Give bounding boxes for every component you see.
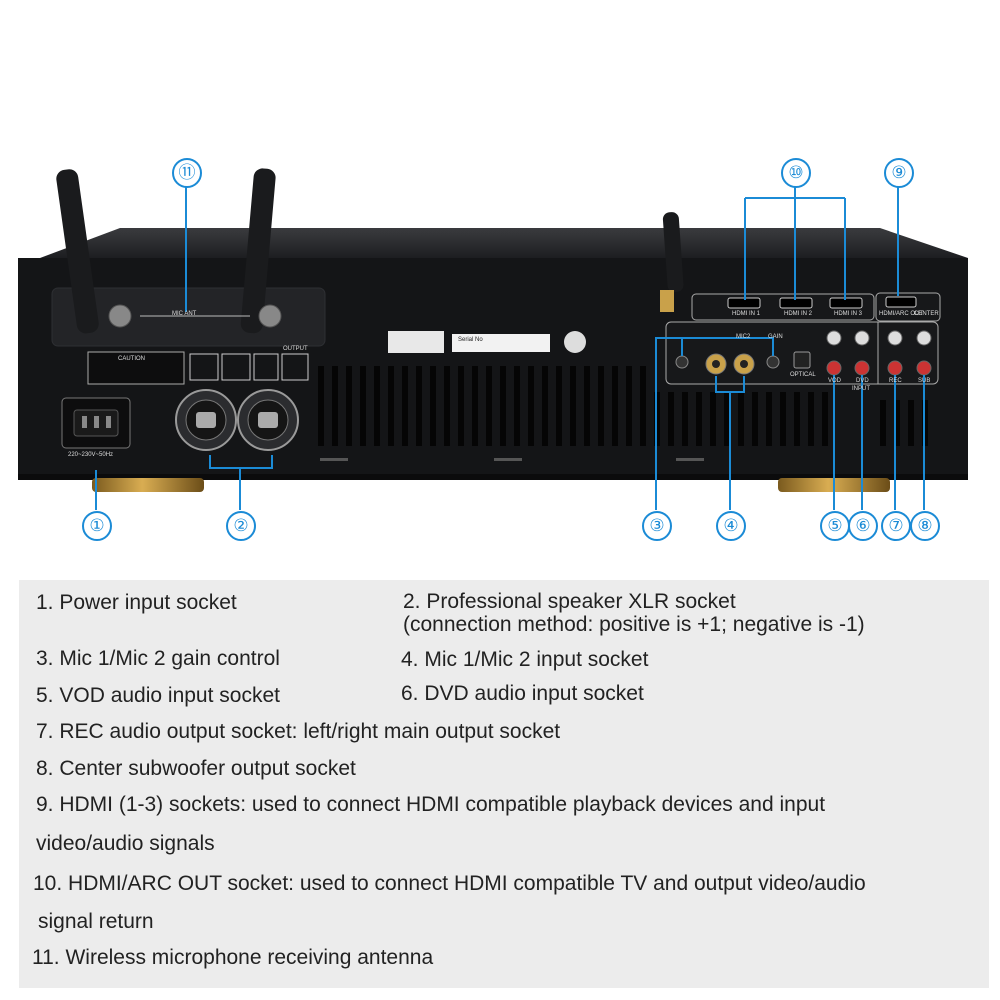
power-rating-label: 220~230V~50Hz (68, 452, 114, 458)
callout-8: ⑧ (910, 511, 940, 541)
legend-item-4: 4. Mic 1/Mic 2 input socket (401, 648, 649, 671)
optical-label: OPTICAL (790, 372, 816, 378)
hdmi-arc-out-port (885, 296, 917, 308)
amplifier-illustration (18, 168, 968, 510)
chassis-top (40, 228, 968, 258)
legend-item-6: 6. DVD audio input socket (401, 682, 644, 705)
legend-item-2-line2: (connection method: positive is +1; nega… (403, 613, 865, 636)
hdmi-in-3-label: HDMI IN 3 (834, 311, 863, 317)
legend-item-11: 11. Wireless microphone receiving antenn… (32, 946, 434, 969)
callout-7: ⑦ (881, 511, 911, 541)
legend-panel: 1. Power input socket 2. Professional sp… (19, 580, 989, 988)
callout-2: ② (226, 511, 256, 541)
legend-item-3: 3. Mic 1/Mic 2 gain control (36, 647, 280, 670)
serial-label: Serial No (458, 337, 483, 343)
mic2-label: MIC2 (736, 334, 751, 340)
rec-label: REC (889, 378, 902, 384)
speaker-socket-right (237, 389, 299, 451)
callout-11: ⑪ (172, 158, 202, 188)
speaker-socket-left (175, 389, 237, 451)
legend-item-7: 7. REC audio output socket: left/right m… (36, 720, 561, 743)
callout-leaders (95, 186, 925, 510)
caution-label (87, 351, 185, 385)
input-label: INPUT (852, 386, 870, 392)
gain-label: GAIN (768, 334, 783, 340)
bluetooth-antenna (662, 212, 684, 293)
gain-knob-1 (675, 355, 689, 369)
ventilation-slots (318, 366, 928, 446)
antenna-right (240, 168, 276, 334)
serial-sticker (452, 334, 550, 352)
sub-label: SUB (918, 378, 931, 384)
legend-item-10-line2: signal return (38, 910, 154, 933)
legend-item-10-line1: 10. HDMI/ARC OUT socket: used to connect… (33, 872, 866, 895)
callout-5: ⑤ (820, 511, 850, 541)
legend-item-5: 5. VOD audio input socket (36, 684, 280, 707)
mic-ant-label: MIC ANT (172, 311, 197, 317)
legend-item-1: 1. Power input socket (36, 591, 237, 614)
legend-item-9-line2: video/audio signals (36, 832, 215, 855)
amplifier-rear-photo: MIC ANT 220~230V~50Hz CAUTION OUTPUT Ser… (18, 158, 968, 541)
callout-6: ⑥ (848, 511, 878, 541)
hdmi-in-2-label: HDMI IN 2 (784, 311, 813, 317)
legend-item-8: 8. Center subwoofer output socket (36, 757, 356, 780)
gain-knob-2 (766, 355, 780, 369)
callout-9: ⑨ (884, 158, 914, 188)
output-label: OUTPUT (283, 346, 308, 352)
callout-4: ④ (716, 511, 746, 541)
callout-3: ③ (642, 511, 672, 541)
legend-item-2-line1: 2. Professional speaker XLR socket (403, 590, 736, 613)
hdmi-arc-out-label: HDMI/ARC OUT (879, 311, 923, 317)
center-label: CENTER (914, 311, 939, 317)
legend-item-9-line1: 9. HDMI (1-3) sockets: used to connect H… (36, 793, 826, 816)
dvd-label: DVD (856, 378, 869, 384)
caution-text: CAUTION (118, 356, 145, 362)
optical-port (793, 351, 811, 369)
callout-10: ⑩ (781, 158, 811, 188)
antenna-left (56, 169, 99, 334)
hdmi-in-1-label: HDMI IN 1 (732, 311, 761, 317)
callout-1: ① (82, 511, 112, 541)
gold-foot-left (92, 478, 204, 492)
vod-label: VOD (828, 378, 842, 384)
